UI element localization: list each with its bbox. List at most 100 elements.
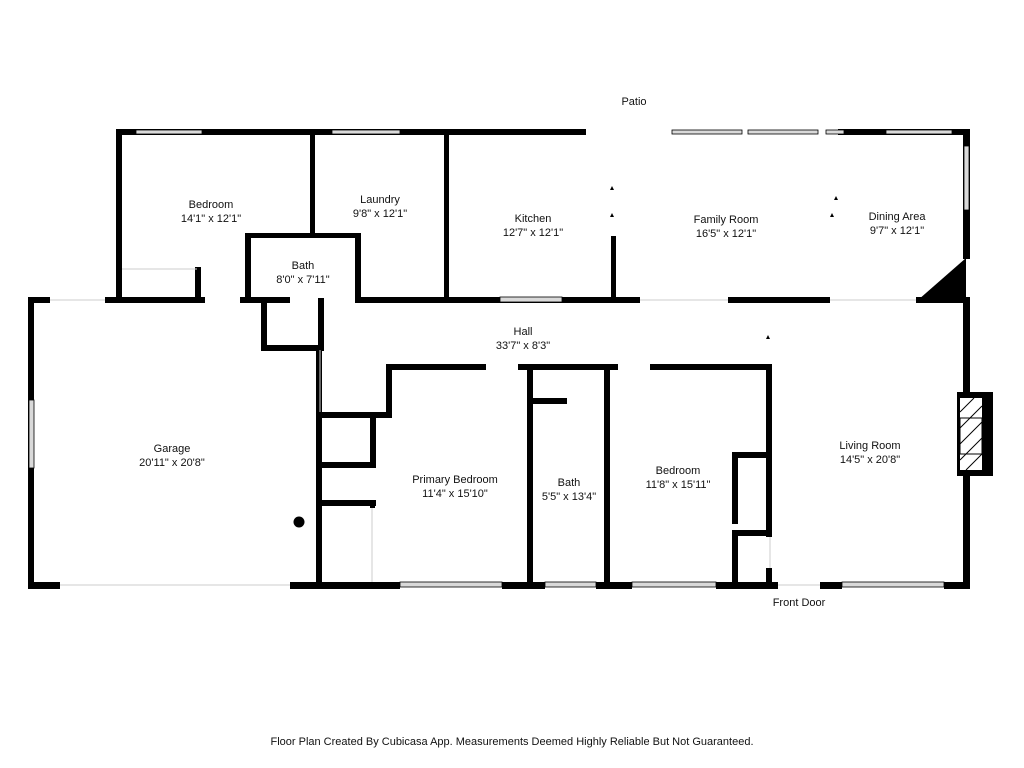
room-dining-area: Dining Area 9'7" x 12'1" (869, 210, 926, 238)
wall (963, 476, 970, 589)
front-door-label: Front Door (772, 597, 826, 609)
room-name: Bath (291, 260, 315, 272)
wall (596, 582, 632, 589)
room-dims: 11'8" x 15'11" (645, 479, 711, 491)
wall (318, 298, 324, 351)
wall (28, 582, 60, 589)
wall (963, 297, 970, 392)
room-name: Bath (557, 477, 581, 489)
wall (28, 297, 50, 303)
wall (386, 364, 392, 418)
room-hall: Hall 33'7" x 8'3" (496, 325, 550, 353)
wall (261, 345, 324, 351)
room-bath-upper: Bath 8'0" x 7'11" (276, 259, 329, 287)
wall (611, 236, 616, 302)
window (499, 296, 563, 303)
wall (105, 297, 205, 303)
wall (261, 298, 267, 350)
room-name: Family Room (693, 214, 759, 226)
room-name: Garage (153, 443, 191, 455)
room-bedroom-s: Bedroom 11'8" x 15'11" (646, 464, 711, 492)
wall (316, 500, 376, 506)
room-bath-lower: Bath 5'5" x 13'4" (542, 476, 596, 504)
wall (518, 364, 618, 370)
room-dims: 33'7" x 8'3" (495, 340, 551, 352)
window (399, 581, 503, 588)
wall (732, 530, 738, 589)
room-name: Primary Bedroom (412, 474, 498, 486)
wall (944, 582, 970, 589)
window (885, 129, 953, 135)
windows (28, 129, 970, 588)
door-markers (610, 186, 838, 339)
room-family-room: Family Room 16'5" x 12'1" (694, 213, 759, 241)
room-primary-bedroom: Primary Bedroom 11'4" x 15'10" (412, 473, 498, 501)
wall (502, 582, 545, 589)
wall (370, 412, 376, 468)
window (841, 581, 945, 588)
wall (444, 133, 449, 301)
wall (732, 452, 738, 524)
wall (766, 364, 772, 537)
wall (355, 233, 361, 301)
window (671, 129, 743, 135)
walls (28, 129, 970, 589)
room-dims: 8'0" x 7'11" (276, 274, 330, 286)
footer-disclaimer: Floor Plan Created By Cubicasa App. Meas… (270, 736, 754, 748)
room-name: Bedroom (188, 199, 234, 211)
room-dims: 5'5" x 13'4" (541, 491, 597, 503)
wall (316, 412, 388, 418)
window (135, 129, 203, 135)
wall (355, 297, 640, 303)
window (544, 581, 597, 588)
room-dims: 14'1" x 12'1" (180, 213, 242, 225)
fireplace (957, 392, 993, 476)
water-heater-dot (293, 516, 305, 528)
room-dims: 14'5" x 20'8" (839, 454, 901, 466)
room-dims: 9'8" x 12'1" (352, 208, 408, 220)
room-dims: 11'4" x 15'10" (422, 488, 488, 500)
wall (604, 364, 610, 589)
room-kitchen: Kitchen 12'7" x 12'1" (503, 212, 563, 240)
wall (728, 297, 830, 303)
room-dims: 16'5" x 12'1" (695, 228, 757, 240)
window (747, 129, 819, 135)
wall (290, 582, 400, 589)
corner-fill (918, 258, 966, 300)
wall (766, 568, 772, 589)
window (825, 129, 845, 135)
wall (650, 364, 770, 370)
room-name: Living Room (839, 440, 901, 452)
room-name: Kitchen (514, 213, 552, 225)
room-name: Laundry (360, 194, 400, 206)
wall (370, 500, 375, 508)
room-name: Dining Area (868, 211, 926, 223)
window (631, 581, 717, 588)
room-name: Bedroom (655, 465, 701, 477)
wall (310, 133, 315, 237)
room-name: Hall (513, 326, 533, 338)
wall (527, 364, 533, 589)
window (963, 145, 970, 211)
wall (316, 350, 322, 589)
wall (386, 364, 486, 370)
window (331, 129, 401, 135)
room-bedroom-nw: Bedroom 14'1" x 12'1" (181, 198, 241, 226)
wall (245, 233, 251, 301)
wall (240, 297, 290, 303)
wall (527, 398, 567, 404)
room-living-room: Living Room 14'5" x 20'8" (839, 439, 900, 467)
wall (716, 582, 778, 589)
wall (820, 582, 842, 589)
window (28, 399, 35, 469)
wall (245, 233, 360, 238)
room-laundry: Laundry 9'8" x 12'1" (353, 193, 407, 221)
openings (50, 268, 916, 586)
room-garage: Garage 20'11" x 20'8" (139, 442, 205, 470)
room-dims: 12'7" x 12'1" (502, 227, 564, 239)
wall (116, 129, 122, 301)
wall (316, 462, 376, 468)
patio-label: Patio (621, 96, 647, 108)
room-dims: 20'11" x 20'8" (139, 457, 205, 469)
